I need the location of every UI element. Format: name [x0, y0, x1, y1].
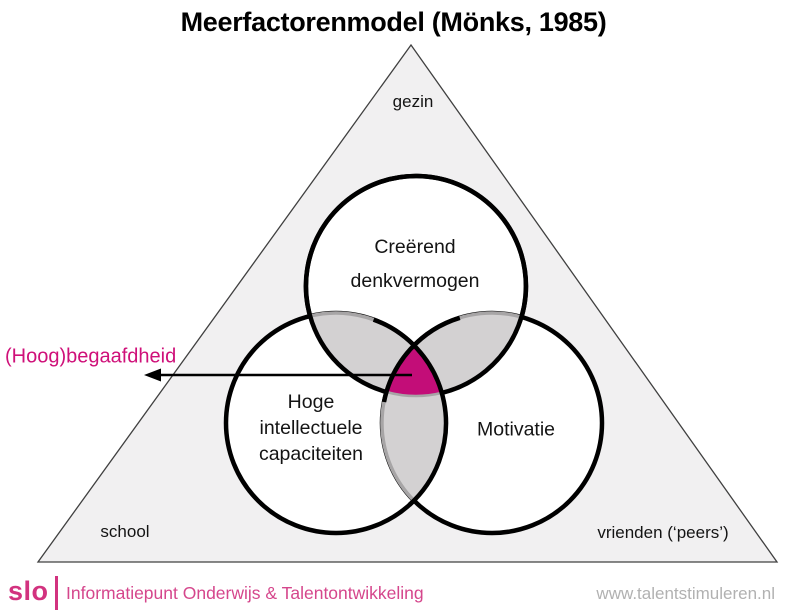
label-line: intellectuele: [259, 417, 363, 439]
label-creative-thinking: Creërend denkvermogen: [351, 230, 480, 298]
left-circle-outline-overlay: [372, 317, 449, 507]
label-intellectual-capacities: Hoge intellectuele capaciteiten: [259, 389, 363, 467]
top-circle-outline-overlay: [303, 173, 529, 396]
label-line: Hoge: [287, 391, 335, 413]
label-hoogbegaafdheid: (Hoog)begaafdheid: [5, 345, 177, 368]
label-gezin: gezin: [392, 92, 434, 111]
footer-organization: Informatiepunt Onderwijs & Talentontwikk…: [66, 583, 424, 603]
right-circle-outline-overlay: [381, 315, 461, 403]
arrow-head-icon: [144, 368, 161, 382]
page-title: Meerfactorenmodel (Mönks, 1985): [180, 7, 607, 37]
label-line: Creërend: [374, 236, 456, 258]
label-line: denkvermogen: [350, 270, 480, 292]
logo-divider: [55, 576, 58, 610]
label-school: school: [100, 522, 150, 541]
slo-logo: slo: [8, 576, 49, 606]
footer-website-url: www.talentstimuleren.nl: [596, 584, 775, 603]
label-line: capaciteiten: [258, 443, 364, 465]
label-vrienden-peers: vrienden (‘peers’): [597, 523, 729, 542]
label-motivation: Motivatie: [476, 418, 556, 441]
